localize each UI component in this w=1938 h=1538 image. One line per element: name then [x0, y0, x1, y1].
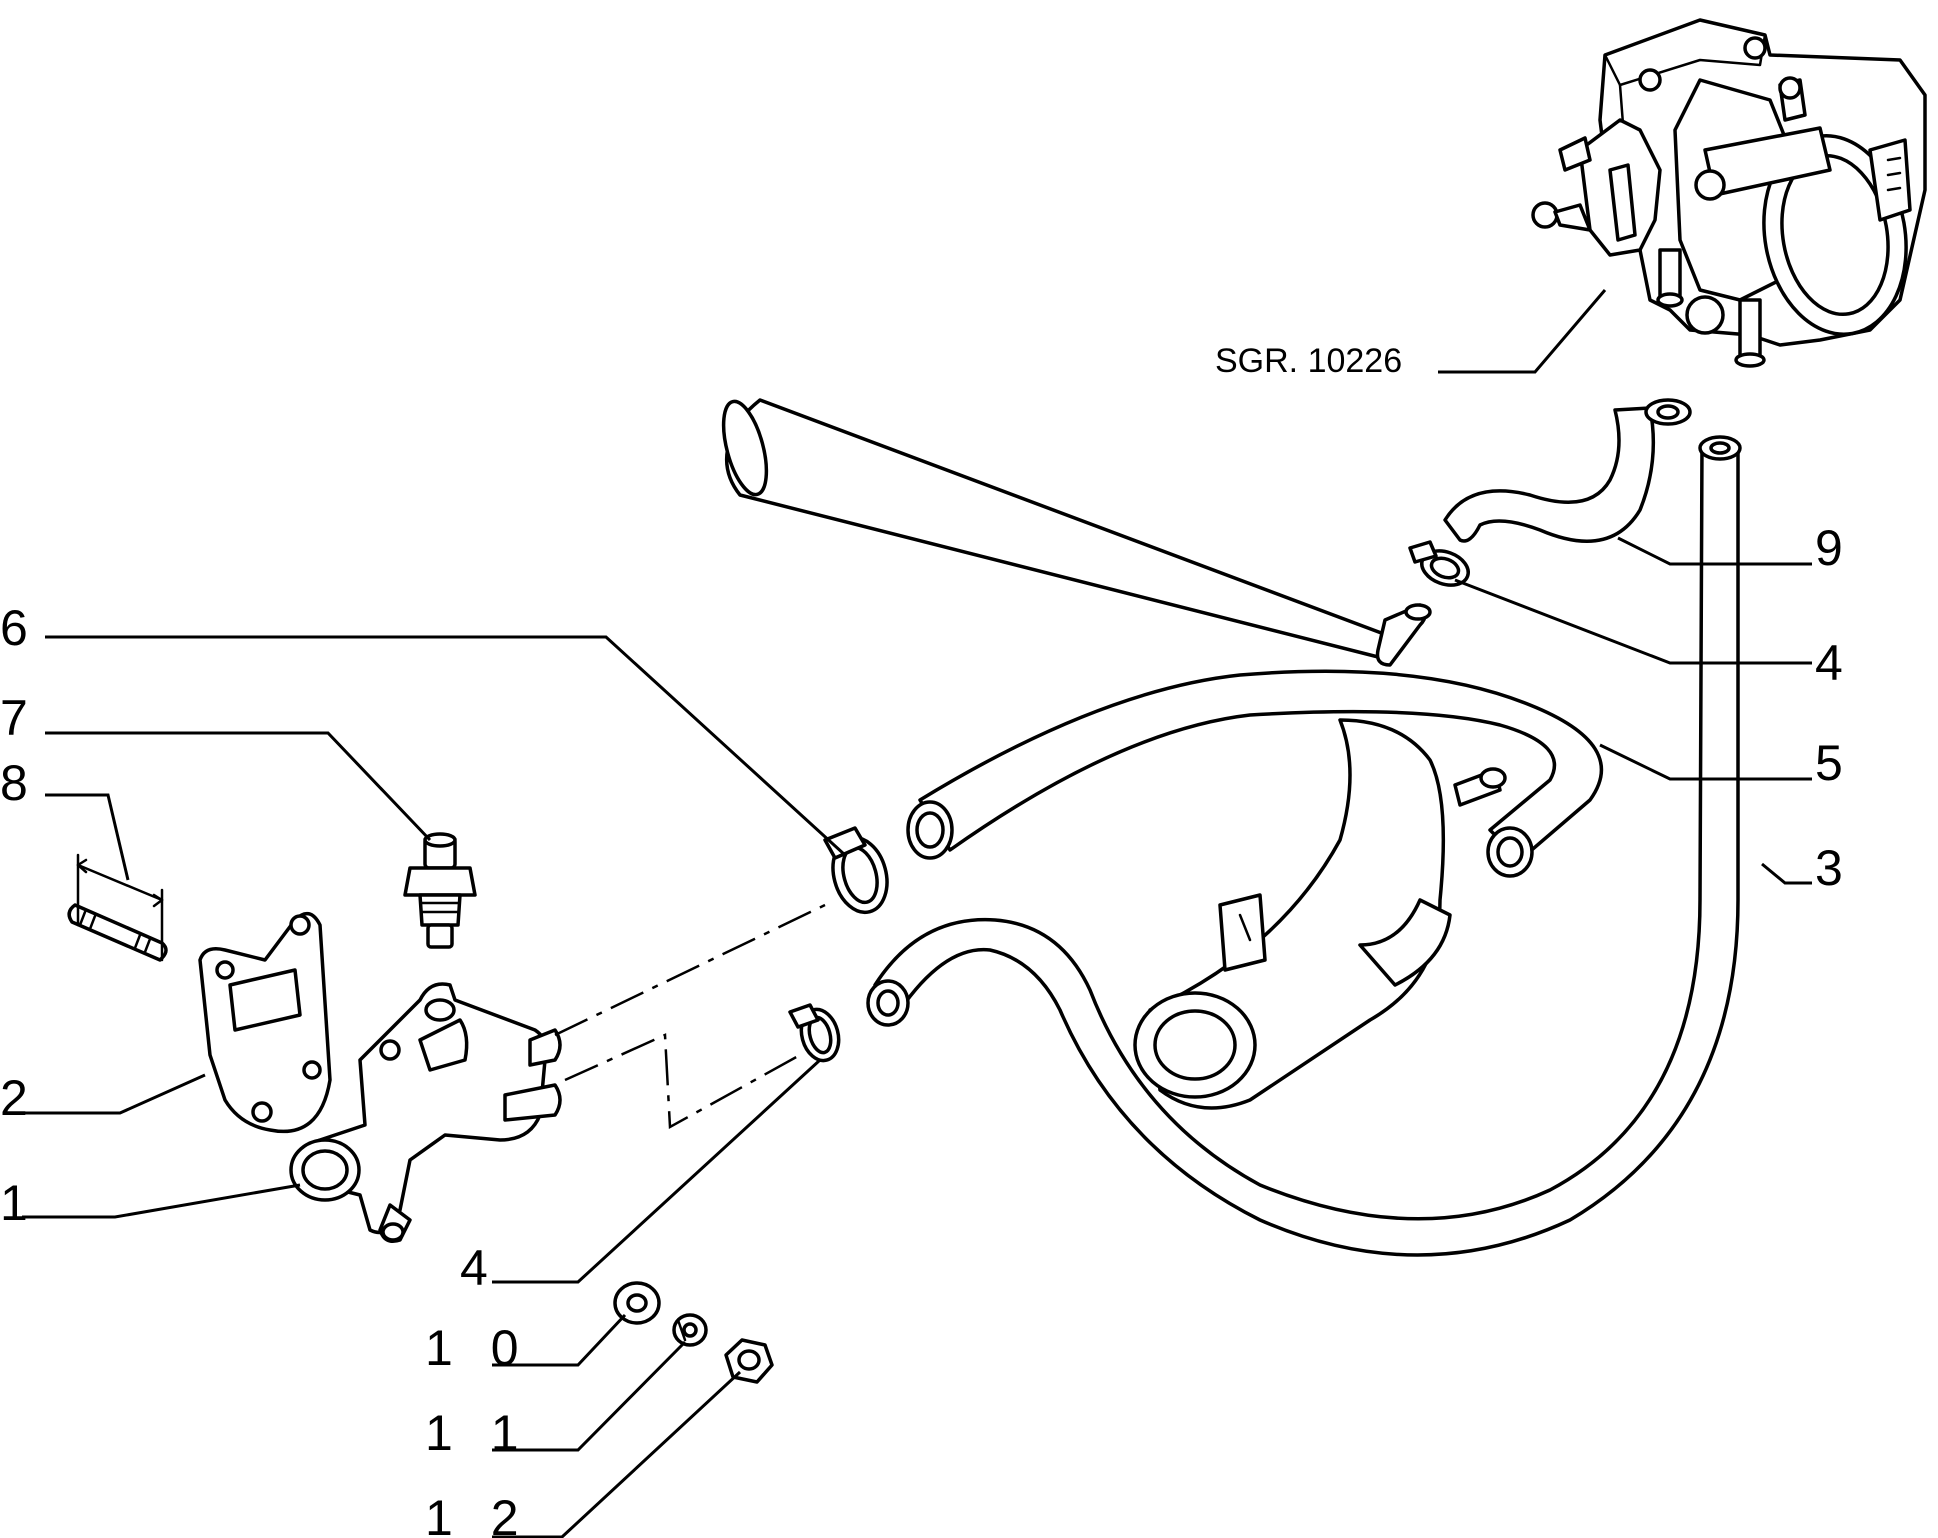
callout-3: 3	[1815, 840, 1843, 896]
assembly-lines	[554, 903, 826, 1130]
labels: SGR. 10226 6 7 8 2 1 4 1 0 1 1 1 2 9 4 5…	[0, 342, 1843, 1538]
gasket-2-drawing	[198, 911, 332, 1134]
callout-1: 1	[0, 1175, 28, 1231]
throttle-body-drawing	[1531, 18, 1927, 368]
clamp-4-right-drawing	[1408, 540, 1470, 587]
washer-10-drawing	[613, 1281, 661, 1325]
hose-9-drawing	[1443, 398, 1692, 543]
callout-7: 7	[0, 690, 28, 746]
callout-2: 2	[0, 1070, 28, 1126]
stud-8-drawing	[67, 903, 168, 962]
lock-washer-11-drawing	[672, 1313, 708, 1347]
sensor-7-drawing	[403, 832, 477, 949]
callout-11: 1 1	[425, 1405, 531, 1461]
valve-1-drawing	[289, 982, 562, 1243]
housing-drawing	[1133, 718, 1507, 1110]
callout-5: 5	[1815, 735, 1843, 791]
hose-5-drawing	[906, 669, 1604, 878]
nut-12-drawing	[724, 1338, 774, 1384]
callout-8: 8	[0, 755, 28, 811]
callout-4-left: 4	[460, 1240, 488, 1296]
leader-lines	[22, 289, 1812, 1538]
callout-4-right: 4	[1815, 635, 1843, 691]
callout-12: 1 2	[425, 1490, 531, 1538]
clamp-4-left-drawing	[788, 1003, 841, 1063]
coolant-pipe-drawing	[721, 398, 1432, 667]
stud-8-dimension	[76, 853, 164, 962]
reference-label: SGR. 10226	[1215, 342, 1402, 380]
callout-6: 6	[0, 600, 28, 656]
callout-9: 9	[1815, 520, 1843, 576]
callout-10: 1 0	[425, 1320, 531, 1376]
clamp-6-drawing	[823, 826, 889, 915]
hose-3-drawing	[866, 435, 1742, 1257]
